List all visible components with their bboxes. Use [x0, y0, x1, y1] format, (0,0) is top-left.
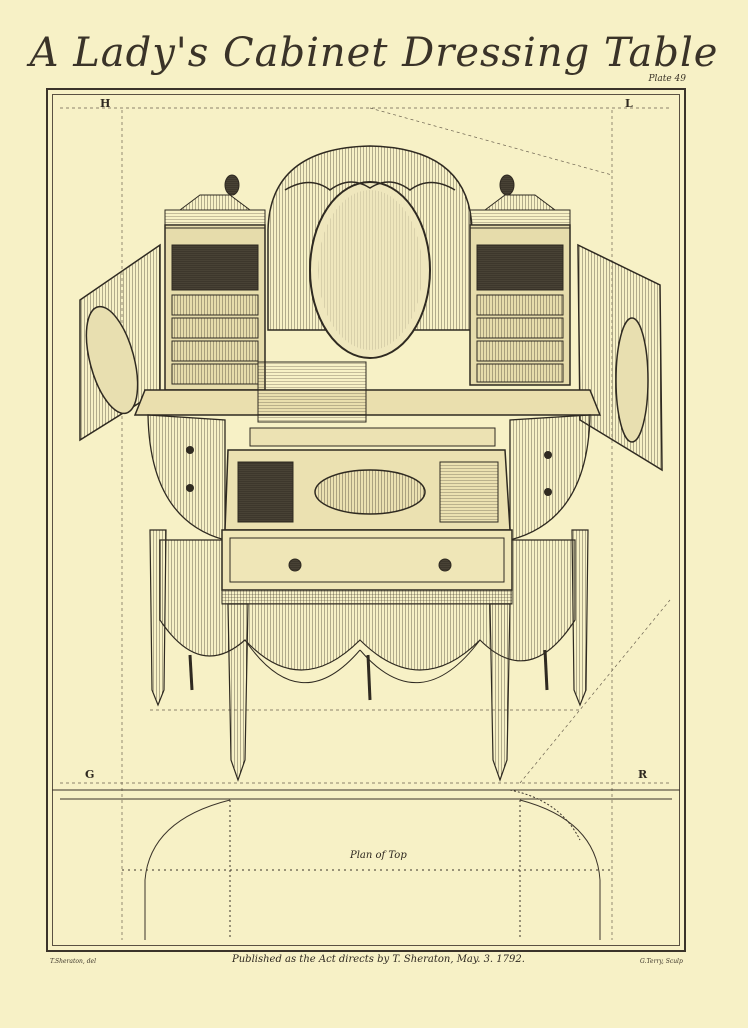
publication-line: Published as the Act directs by T. Shera…: [232, 954, 525, 965]
outer-frame: [46, 88, 686, 952]
left-cabinet: [79, 174, 266, 442]
table-legs: [149, 529, 589, 782]
engraver-credit: G.Terry, Sculp: [640, 958, 683, 965]
plan-caption: Plan of Top: [350, 850, 407, 861]
side-drawers: [147, 414, 591, 541]
plan-of-top-lines: [52, 789, 680, 940]
pull-out-drawer: [221, 449, 513, 605]
plate-title: A Lady's Cabinet Dressing Table: [29, 30, 719, 76]
corner-label-top-left: H: [100, 97, 111, 110]
plate-number: Plate 49: [648, 74, 686, 84]
central-mirror: [267, 145, 473, 359]
corner-label-bottom-right: R: [638, 768, 648, 781]
inner-frame: [52, 94, 680, 946]
corner-label-top-right: L: [625, 97, 633, 110]
artist-credit: T.Sheraton, del: [50, 958, 97, 965]
right-cabinet: [469, 174, 663, 472]
corner-label-bottom-left: G: [85, 768, 95, 781]
table-top: [133, 361, 602, 447]
construction-lines: [60, 107, 671, 940]
